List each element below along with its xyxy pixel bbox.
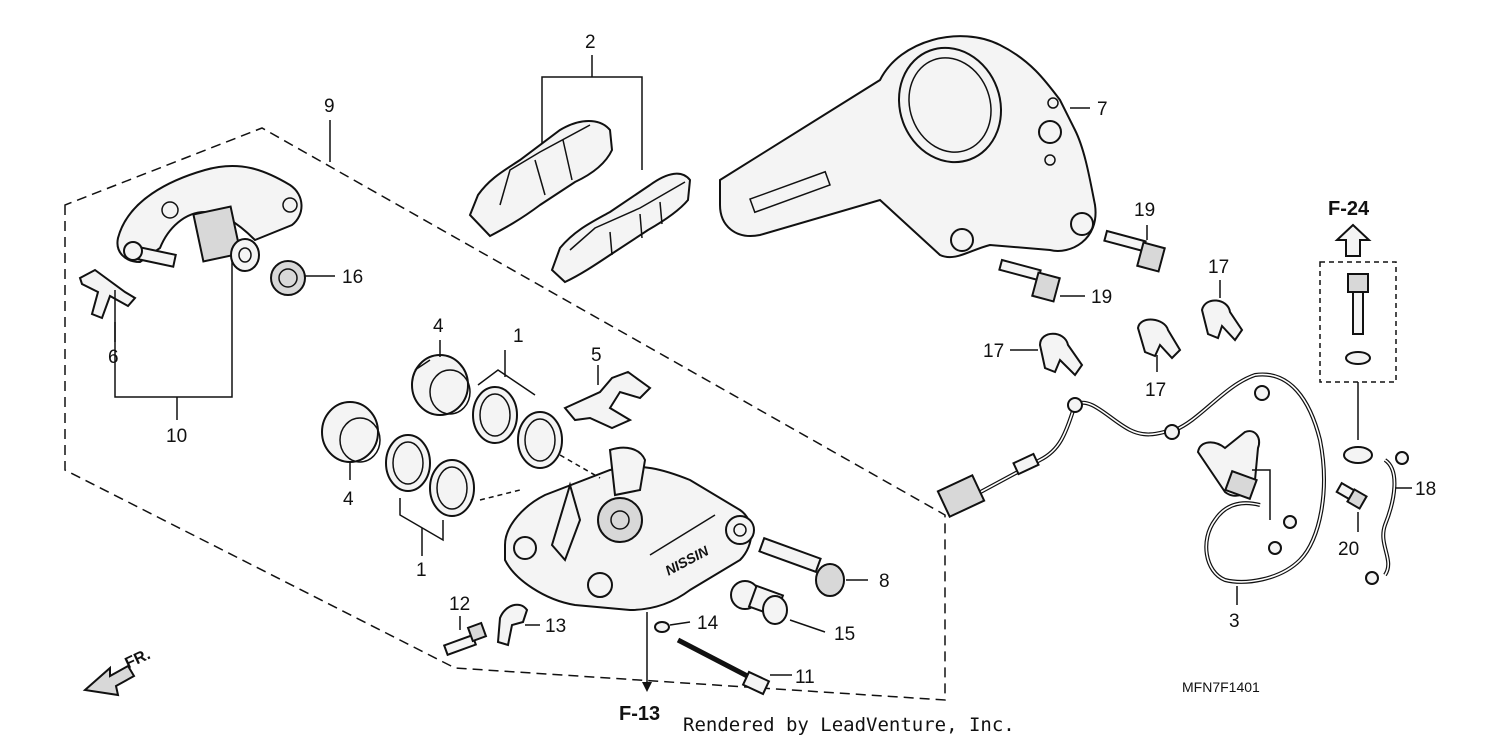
caliper-mount-plate[interactable] xyxy=(719,33,1097,259)
washer[interactable] xyxy=(654,621,670,633)
pad-retainer[interactable] xyxy=(563,370,652,430)
f13-arrow-icon xyxy=(642,682,652,692)
sensor-bolt[interactable] xyxy=(1345,273,1371,365)
callout-8[interactable]: 8 xyxy=(879,571,890,592)
callout-1-lower[interactable]: 1 xyxy=(416,560,427,581)
diagram-code: MFN7F1401 xyxy=(1182,679,1260,695)
wire-clamp-right[interactable] xyxy=(1200,299,1244,342)
piston-seal-upper-a[interactable] xyxy=(472,386,518,444)
callout-16[interactable]: 16 xyxy=(342,267,363,288)
callout-12[interactable]: 12 xyxy=(449,594,470,615)
callout-2[interactable]: 2 xyxy=(585,32,596,53)
callout-6[interactable]: 6 xyxy=(108,347,119,368)
caliper-body[interactable]: NISSIN xyxy=(504,446,755,612)
callout-19-upper[interactable]: 19 xyxy=(1134,200,1155,221)
callout-4-upper[interactable]: 4 xyxy=(433,316,444,337)
reference-f13[interactable]: F-13 xyxy=(619,703,660,725)
callout-1-upper[interactable]: 1 xyxy=(513,326,524,347)
assembly-outline-9 xyxy=(64,127,946,701)
f24-up-arrow-icon xyxy=(1334,223,1372,257)
callout-3[interactable]: 3 xyxy=(1229,611,1240,632)
callout-17-left[interactable]: 17 xyxy=(983,341,1004,362)
brake-pad-rear[interactable] xyxy=(550,172,692,284)
brake-pad-front[interactable] xyxy=(468,120,614,238)
sensor-washer[interactable] xyxy=(1343,446,1373,464)
callout-20[interactable]: 20 xyxy=(1338,539,1359,560)
front-label: FR. xyxy=(123,646,154,672)
pad-pin[interactable] xyxy=(676,637,771,696)
bleeder-cap[interactable] xyxy=(496,603,529,647)
caliper-bolt[interactable] xyxy=(730,580,788,625)
callout-14[interactable]: 14 xyxy=(697,613,719,634)
bleeder-valve[interactable] xyxy=(442,621,488,657)
wire-clamp-middle[interactable] xyxy=(1136,318,1182,360)
piston-seal-lower-b[interactable] xyxy=(429,459,475,517)
callout-5[interactable]: 5 xyxy=(591,345,602,366)
callout-19-lower[interactable]: 19 xyxy=(1091,287,1112,308)
piston-lower[interactable] xyxy=(321,401,381,463)
callout-18[interactable]: 18 xyxy=(1415,479,1436,500)
callout-7[interactable]: 7 xyxy=(1097,99,1108,120)
wire-clamp-left[interactable] xyxy=(1038,332,1084,377)
callout-17-right[interactable]: 17 xyxy=(1208,257,1229,278)
callout-4-lower[interactable]: 4 xyxy=(343,489,354,510)
piston-seal-lower-a[interactable] xyxy=(385,434,431,492)
piston-upper[interactable] xyxy=(411,354,471,416)
callout-15[interactable]: 15 xyxy=(834,624,855,645)
callout-17-middle[interactable]: 17 xyxy=(1145,380,1166,401)
caliper-bracket[interactable] xyxy=(116,164,303,272)
reference-f24[interactable]: F-24 xyxy=(1328,198,1370,220)
callout-10[interactable]: 10 xyxy=(166,426,187,447)
callout-11[interactable]: 11 xyxy=(795,667,815,688)
pad-spring[interactable] xyxy=(78,268,137,320)
wire-loom[interactable] xyxy=(1365,451,1409,585)
wheel-speed-sensor[interactable] xyxy=(936,372,1326,584)
callout-13[interactable]: 13 xyxy=(545,616,566,637)
rubber-boot[interactable] xyxy=(270,260,306,296)
credit-text: Rendered by LeadVenture, Inc. xyxy=(683,714,1015,736)
piston-seal-upper-b[interactable] xyxy=(517,411,563,469)
front-direction-arrow: FR. xyxy=(82,646,154,697)
slide-pin[interactable] xyxy=(758,536,845,597)
callout-9[interactable]: 9 xyxy=(324,96,335,117)
sensor-bracket-bolt[interactable] xyxy=(1335,481,1368,510)
mount-bolt-lower[interactable] xyxy=(998,258,1061,303)
mount-bolt-upper[interactable] xyxy=(1103,229,1166,273)
